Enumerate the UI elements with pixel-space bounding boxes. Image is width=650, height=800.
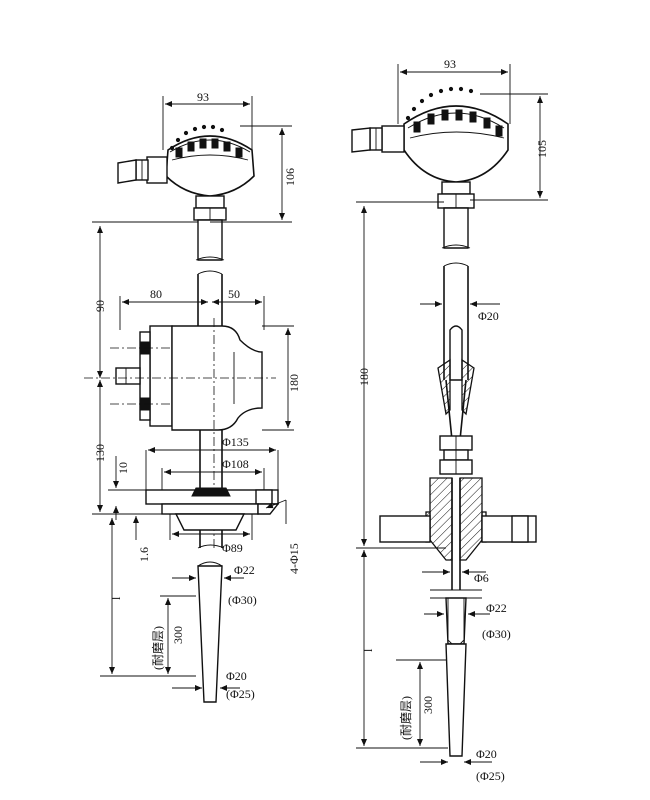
left-length-dims: l 300 (耐磨层)	[100, 518, 196, 677]
left-lower-dims: 130 10 1.6	[92, 380, 162, 562]
left-body-width-left-label: 80	[150, 287, 162, 301]
right-tube-d1-label: Φ22	[486, 601, 507, 615]
right-inner-d-label: Φ6	[474, 571, 489, 585]
left-insert-length-label: l	[109, 596, 123, 600]
right-wear-label: (耐磨层)	[399, 696, 413, 740]
right-insert-length-label: l	[361, 648, 375, 652]
left-side-height-label: 180	[287, 374, 301, 392]
right-view: 93 105 Φ20 180	[351, 57, 549, 783]
right-stem-length-dim: 180	[357, 206, 371, 546]
left-body-dims: 90 80 50	[93, 226, 265, 378]
right-terminal-head	[351, 86, 509, 249]
left-head-height-label: 106	[283, 168, 297, 186]
left-tip-d1-label: Φ20	[226, 669, 247, 683]
right-length-dims: l 300 (耐磨层)	[356, 550, 448, 749]
right-head-dims: 93 105	[356, 57, 549, 203]
left-side-dim: 180	[262, 325, 301, 431]
left-flange-thickness-label: 10	[116, 462, 130, 474]
right-flange-section	[356, 477, 537, 590]
left-flange-id-label: Φ89	[222, 541, 243, 555]
left-flange-od-label: Φ135	[222, 435, 249, 449]
left-wear-length-label: 300	[171, 626, 185, 644]
left-flange-pcd-label: Φ108	[222, 457, 249, 471]
right-head-height-label: 105	[535, 140, 549, 158]
left-tube-d1-label: Φ22	[234, 563, 255, 577]
left-flange-id-dims: Φ89 4-Φ15	[169, 499, 301, 574]
left-flange-plate	[145, 487, 280, 515]
left-view: 93 106 90 80 50	[84, 90, 301, 703]
right-stem-length-label: 180	[357, 368, 371, 386]
right-tip-d1b-label: (Φ25)	[476, 769, 505, 783]
left-tube-d1b-label: (Φ30)	[228, 593, 257, 607]
left-bolt-holes-label: 4-Φ15	[287, 543, 301, 574]
left-body-width-right-label: 50	[228, 287, 240, 301]
left-head-width-label: 93	[197, 90, 209, 104]
right-stem-d-label: Φ20	[478, 309, 499, 323]
right-lower-tube: Φ22 (Φ30) Φ20 (Φ25)	[420, 597, 511, 783]
left-head-dims: 93 106	[92, 90, 297, 223]
right-head-width-label: 93	[444, 57, 456, 71]
left-protection-tube: Φ22 (Φ30) Φ20 (Φ25)	[172, 561, 257, 703]
right-wear-length-label: 300	[421, 696, 435, 714]
left-wear-label: (耐磨层)	[151, 626, 165, 670]
right-coupling	[439, 435, 473, 475]
left-terminal-head	[117, 124, 255, 261]
left-flange-dims: Φ135 Φ108	[145, 435, 279, 490]
right-inner-dim: Φ6	[422, 569, 489, 585]
left-lower-height-label: 130	[93, 444, 107, 462]
left-tip-d1b-label: (Φ25)	[226, 687, 255, 701]
left-body-height-label: 90	[93, 300, 107, 312]
right-tip-d1-label: Φ20	[476, 747, 497, 761]
left-upper-tube	[197, 270, 223, 326]
right-tube-d1b-label: (Φ30)	[482, 627, 511, 641]
right-stem: Φ20	[420, 262, 500, 441]
left-gap-label: 1.6	[137, 547, 151, 562]
